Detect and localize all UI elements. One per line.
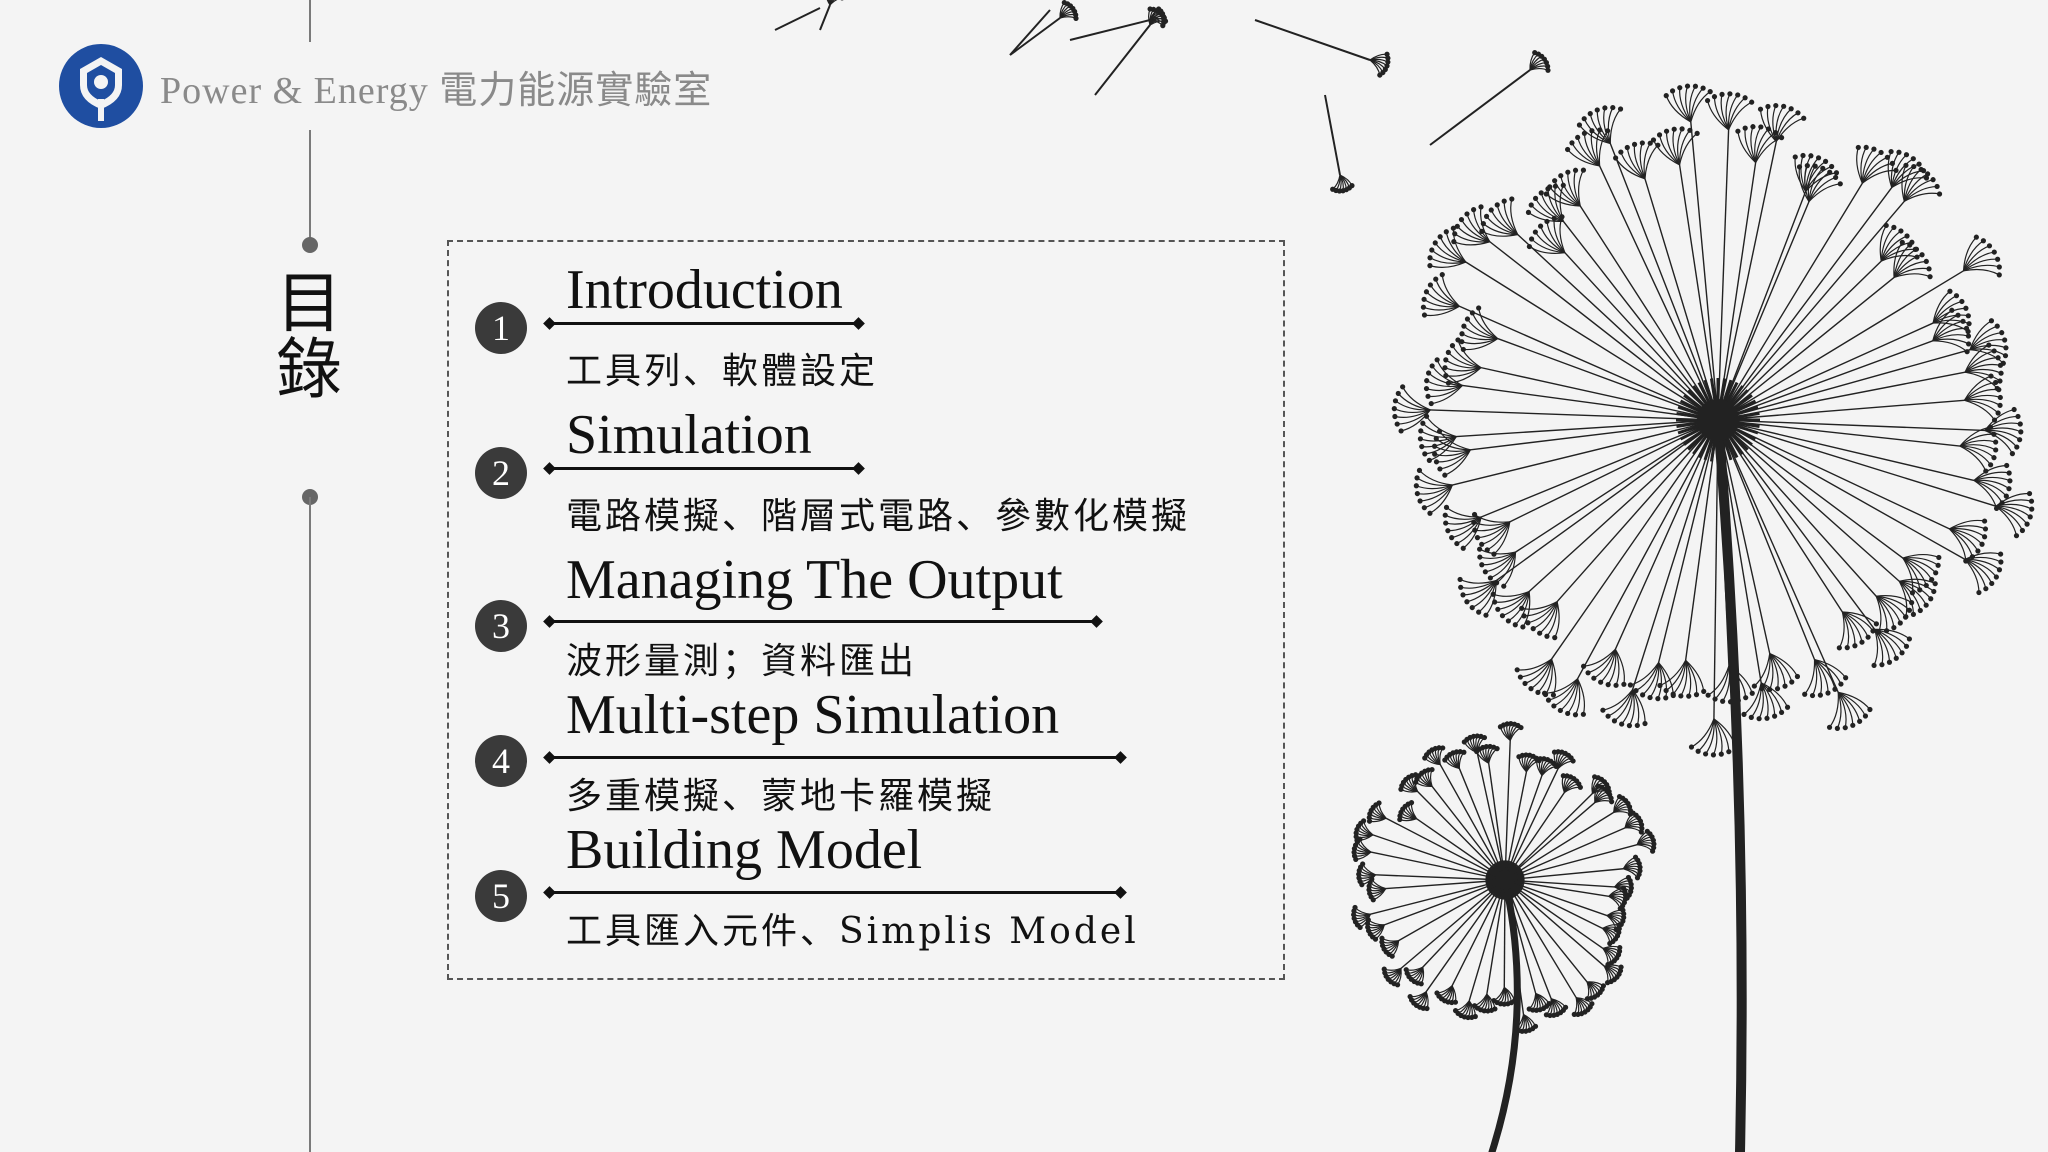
title-underline (549, 756, 1121, 759)
item-number-badge: 5 (475, 870, 527, 922)
item-subtitle: 波形量測；資料匯出 (566, 641, 918, 682)
item-title: Simulation (566, 404, 812, 466)
timeline-line-top (309, 0, 311, 42)
item-title: Managing The Output (566, 549, 1063, 611)
item-subtitle: 工具列、軟體設定 (566, 351, 879, 392)
item-title: Building Model (566, 819, 923, 881)
item-title: Multi-step Simulation (566, 684, 1060, 746)
header: Power & Energy 電力能源實驗室 (58, 42, 712, 130)
item-number-badge: 1 (475, 302, 527, 354)
item-number-badge: 4 (475, 735, 527, 787)
title-underline (549, 620, 1097, 623)
lab-name: Power & Energy 電力能源實驗室 (160, 69, 713, 112)
title-underline (549, 891, 1121, 894)
title-underline (549, 322, 859, 325)
toc-title: 目錄 (265, 268, 342, 400)
item-number-badge: 3 (475, 600, 527, 652)
item-subtitle: 多重模擬、蒙地卡羅模擬 (566, 776, 996, 817)
timeline-dot-upper (302, 237, 318, 253)
item-number-badge: 2 (475, 447, 527, 499)
item-subtitle: 電路模擬、階層式電路、參數化模擬 (566, 496, 1191, 537)
timeline-line-bottom (309, 497, 311, 1152)
item-subtitle: 工具匯入元件、Simplis Model (566, 911, 1139, 952)
title-underline (549, 467, 859, 470)
timeline-line-middle (309, 130, 311, 245)
toc-box: 1 Introduction 工具列、軟體設定 2 Simulation 電路模… (447, 240, 1285, 980)
lab-logo-icon (59, 44, 143, 128)
item-title: Introduction (566, 259, 843, 321)
